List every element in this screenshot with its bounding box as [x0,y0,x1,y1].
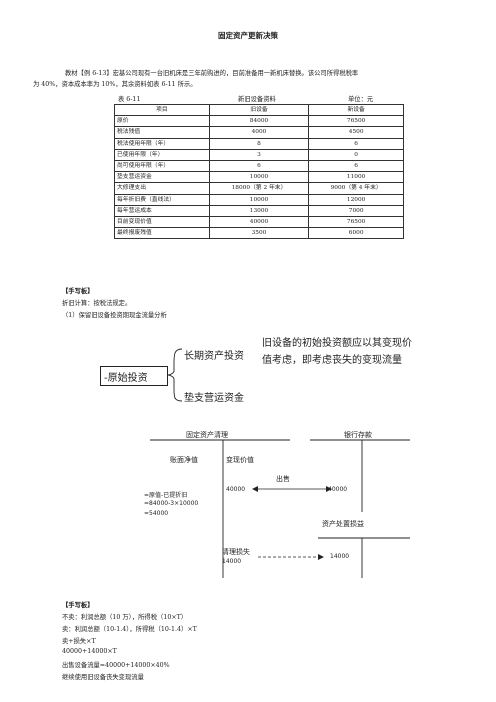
new-value: 6 [308,159,404,173]
note1-line-2: （1）保留旧设备投资期现金流量分析 [62,312,167,319]
fixed-asset-clearing-title: 固定资产清理 [186,431,228,439]
old-value: 18000（第 2 年末） [208,182,310,195]
book-value-label: 账面净值 [170,456,198,464]
new-value: 6000 [308,227,404,240]
row-label: 垫支营运资金 [114,171,210,184]
old-value: 10000 [208,193,310,206]
brace-icon [167,348,183,402]
table-caption-number: 表 6-11 [118,96,141,103]
book-value-formula-1: =原值-已提折旧 [144,492,188,499]
sell-label: 出售 [276,475,290,483]
branch-working-capital: 垫支营运资金 [184,393,244,404]
book-value-formula-2: =84000-3×10000 [144,500,199,507]
intro-line-2: 为 40%，资本成本率为 10%，其余资料如表 6-11 所示。 [33,81,197,88]
header-old: 旧设备 [208,103,310,117]
new-value: 12000 [308,193,404,206]
intro-line-1: 教材【例 6-13】宏基公司现有一台旧机床是三年前购进的，目前准备用一新机床替换… [65,70,359,77]
old-value: 3 [208,148,310,161]
note2-line-5: 出售设备流量=40000+14000×40% [62,662,170,669]
row-label: 税法使用年限（年） [114,137,210,150]
branch-long-term-assets: 长期资产投资 [184,351,244,362]
note2-line-2: 卖：利润总额（10-1.4），所得税（10-1.4）×T [62,626,197,633]
intro-paragraph: 教材【例 6-13】宏基公司现有一台旧机床是三年前购进的，目前准备用一新机床替换… [33,68,473,90]
old-value: 40000 [208,215,310,229]
root-label: -原始投资 [104,373,148,384]
note2-line-6: 继续使用旧设备丧失变现流量 [62,674,144,681]
new-value: 6 [308,137,404,150]
table-caption-title: 新旧设备资料 [238,96,276,103]
new-value: 76500 [308,115,404,128]
t-account-lines [150,439,410,578]
row-label: 原价 [114,115,210,128]
realizable-value-label: 变现价值 [226,456,254,464]
realizable-value-amount: 40000 [226,486,246,493]
note2-heading: 【手写板】 [62,602,94,609]
old-value: 8 [208,137,310,150]
row-label: 目前变现价值 [114,215,210,229]
row-label: 税法残值 [114,126,210,139]
bank-amount: 40000 [328,486,348,493]
note2-line-4: 40000+14000×T [62,648,117,655]
row-label: 已使用年限（年） [114,148,210,161]
old-value: 10000 [208,171,310,184]
new-value: 0 [308,148,404,161]
asset-disposal-title: 资产处置损益 [322,520,364,528]
clearing-loss-label: 清理损失 [222,548,250,556]
note2-line-3: 卖+损失×T [62,638,96,645]
new-value: 7000 [308,204,404,217]
table-caption-unit: 单位：元 [348,96,374,103]
root-box [100,366,168,386]
header-item: 项目 [114,103,210,117]
comment-line-1: 旧设备的初始投资额应以其变现价 [262,338,412,349]
row-label: 每年折旧费（直线法） [114,193,210,206]
book-value-formula-3: =54000 [144,510,169,517]
page-title: 固定资产更新决策 [218,31,278,40]
old-value: 6 [208,159,310,173]
disposal-amount: 14000 [330,553,350,560]
old-value: 84000 [208,115,310,128]
comment-line-2: 值考虑，即考虑丧失的变现流量 [262,355,402,366]
clearing-loss-amount: 14000 [222,558,242,565]
note1-line-1: 折旧计算：按税法规定。 [62,300,132,307]
old-value: 4000 [208,126,310,139]
row-label: 最终报废残值 [114,227,210,240]
row-label: 每年营运成本 [114,204,210,217]
row-label: 大修理支出 [114,182,210,195]
new-value: 76500 [308,215,404,229]
old-value: 3500 [208,227,310,240]
table-header-row: 项目 旧设备 新设备 [114,103,404,117]
header-new: 新设备 [308,103,404,117]
old-value: 13000 [208,204,310,217]
row-label: 尚可使用年限（年） [114,159,210,173]
new-value: 4500 [308,126,404,139]
new-value: 9000（第 4 年末） [308,182,404,195]
note1-heading: 【手写板】 [62,288,94,295]
note2-line-1: 不卖：利润总额（10 万），所得税（10×T） [62,614,188,621]
new-value: 11000 [308,171,404,184]
bank-deposit-title: 银行存款 [344,431,372,439]
